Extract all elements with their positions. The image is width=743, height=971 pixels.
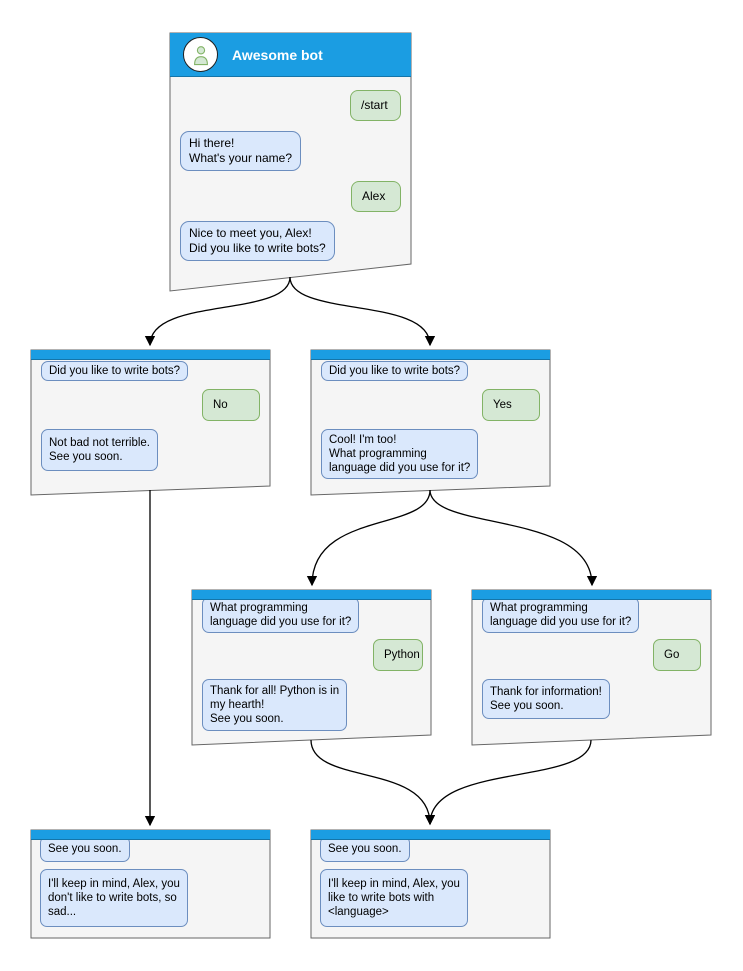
bot-message-bubble: Not bad not terrible. See you soon. [41, 429, 159, 471]
avatar [183, 37, 218, 72]
bot-message-bubble: See you soon. [320, 836, 410, 862]
arrow-main-to-branch-yes [289, 276, 436, 347]
chat-window-branch-no: Did you like to write bots? No Not bad n… [31, 350, 270, 495]
bot-message-bubble: What programming language did you use fo… [202, 597, 360, 633]
window-title-bar [192, 590, 431, 600]
window-title-bar [311, 830, 550, 840]
chat-window-lang-go: What programming language did you use fo… [472, 590, 711, 745]
user-message-bubble: Go [653, 639, 701, 671]
chat-window-main: Awesome bot /start Hi there! What's your… [170, 33, 411, 291]
bot-message-bubble: Thank for information! See you soon. [482, 679, 610, 719]
chat-window-lang-python: What programming language did you use fo… [192, 590, 431, 745]
bot-message-bubble: I'll keep in mind, Alex, you don't like … [40, 869, 188, 927]
person-icon [193, 45, 208, 65]
arrow-lang-python-to-end-yes [310, 739, 436, 826]
user-message-bubble: Yes [482, 389, 540, 421]
window-title-bar [31, 830, 270, 840]
arrow-main-to-branch-no [144, 276, 291, 347]
user-message-bubble: /start [350, 90, 401, 121]
bot-title: Awesome bot [232, 47, 323, 63]
bot-message-bubble: Did you like to write bots? [321, 361, 469, 381]
user-message-bubble: Python [373, 639, 423, 671]
user-message-bubble: Alex [351, 181, 401, 212]
bot-message-bubble: Nice to meet you, Alex! Did you like to … [180, 221, 335, 261]
arrow-lang-go-to-end-yes [424, 739, 592, 826]
chat-window-end-no: See you soon. I'll keep in mind, Alex, y… [31, 830, 270, 938]
bot-message-bubble: Thank for all! Python is in my hearth! S… [202, 679, 348, 731]
chat-window-branch-yes: Did you like to write bots? Yes Cool! I'… [311, 350, 550, 495]
bot-message-bubble: Hi there! What's your name? [180, 131, 302, 171]
arrow-branch-yes-to-lang-python [306, 489, 431, 587]
window-title-bar [311, 350, 550, 360]
user-message-bubble: No [202, 389, 260, 421]
bot-message-bubble: What programming language did you use fo… [482, 597, 640, 633]
chat-window-end-yes: See you soon. I'll keep in mind, Alex, y… [311, 830, 550, 938]
bot-message-bubble: I'll keep in mind, Alex, you like to wri… [320, 869, 468, 927]
window-title-bar: Awesome bot [170, 33, 411, 77]
bot-message-bubble: Did you like to write bots? [41, 361, 189, 381]
window-title-bar [472, 590, 711, 600]
bot-message-bubble: Cool! I'm too! What programming language… [321, 429, 479, 479]
window-title-bar [31, 350, 270, 360]
arrow-branch-yes-to-lang-go [429, 489, 598, 587]
